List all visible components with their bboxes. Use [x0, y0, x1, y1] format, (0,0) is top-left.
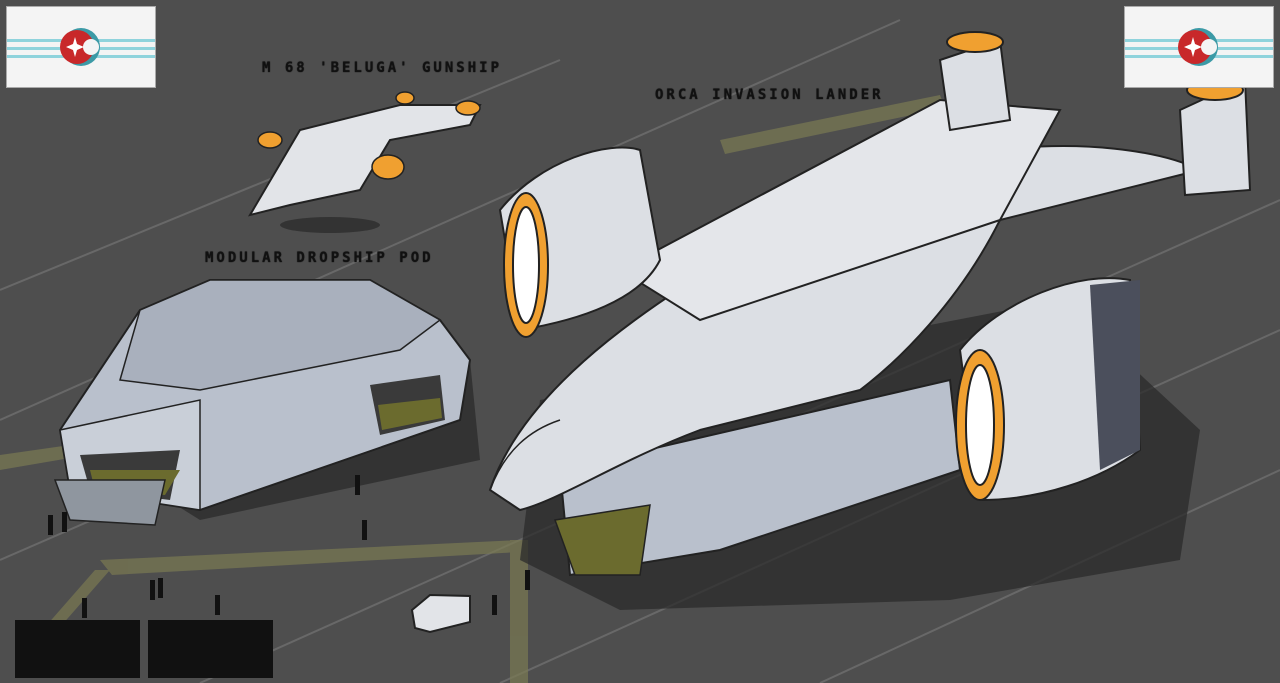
faction-flag-right [1125, 7, 1273, 87]
faction-flag-emblem-icon [1125, 28, 1273, 66]
ground-vehicle [410, 593, 471, 634]
lander-label: ORCA INVASION LANDER [655, 87, 884, 103]
personnel-silhouettes [15, 475, 530, 678]
gunship-label: M 68 'BELUGA' GUNSHIP [262, 60, 503, 76]
faction-flag-emblem-icon [7, 28, 155, 66]
dropship-pod [53, 279, 472, 526]
beluga-gunship [247, 91, 482, 217]
pod-label: MODULAR DROPSHIP POD [205, 250, 434, 266]
faction-flag-left [7, 7, 155, 87]
orca-lander [488, 31, 1252, 577]
